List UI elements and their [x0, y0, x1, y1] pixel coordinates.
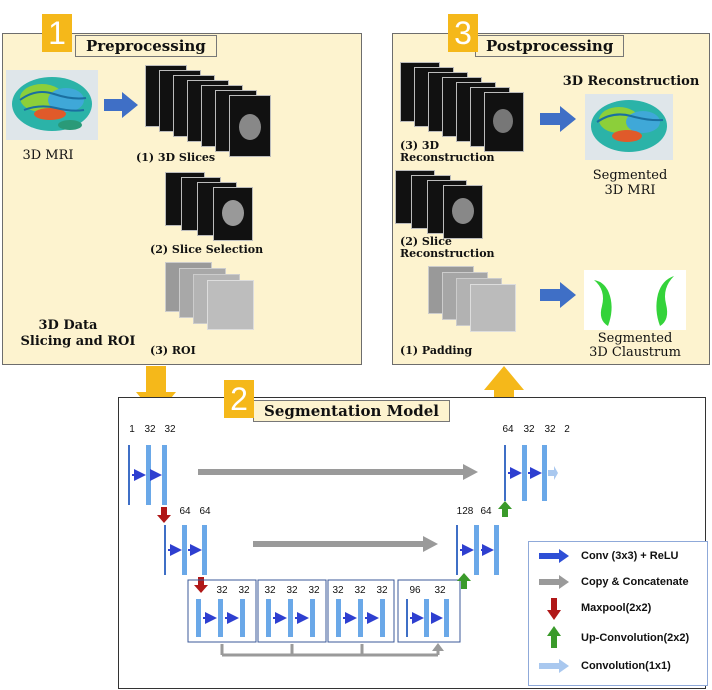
unet-diagram — [128, 445, 558, 657]
green-up-arrow-icon — [547, 626, 561, 648]
dec2-ch-2: 64 — [480, 506, 492, 517]
claustrum-image — [584, 270, 686, 330]
mri-label: 3D MRI — [22, 148, 74, 163]
step-slice-selection: (2) Slice Selection — [150, 243, 264, 256]
brain-mri-image — [6, 70, 98, 140]
segmented-claustrum-line2: 3D Claustrum — [589, 345, 681, 360]
post-step3-line1: (3) 3D — [400, 139, 440, 152]
segmented-mri-line1: Segmented — [592, 168, 668, 183]
bott2-ch-2: 32 — [286, 585, 298, 596]
bott3-ch-2: 32 — [354, 585, 366, 596]
dec2-ch-1: 128 — [456, 506, 474, 517]
stage-1-badge: 1 — [42, 14, 72, 52]
legend: Conv (3x3) + ReLU Copy & Concatenate Max… — [528, 541, 708, 686]
section-label-line1: 3D Data — [38, 318, 98, 333]
post-step2-line2: Reconstruction — [400, 247, 495, 260]
stage-2-badge: 2 — [224, 380, 254, 418]
dec3-ch-2: 32 — [434, 585, 446, 596]
blue-arrow-icon — [539, 549, 569, 563]
arrow-to-claustrum — [540, 282, 576, 308]
recon-title: 3D Reconstruction — [562, 74, 700, 89]
enc2-ch-2: 64 — [199, 506, 211, 517]
segmented-brain-image — [585, 94, 673, 160]
slice-recon-stack — [395, 170, 495, 240]
segmented-claustrum-line1: Segmented — [597, 331, 673, 346]
enc1-ch-3: 32 — [164, 424, 176, 435]
gray-arrow-icon — [539, 575, 569, 589]
bott1-ch-2: 32 — [238, 585, 250, 596]
dec1-ch-3: 32 — [544, 424, 556, 435]
stage-3-badge: 3 — [448, 14, 478, 52]
postprocessing-title: Postprocessing — [475, 35, 625, 57]
dec3-ch-1: 96 — [409, 585, 421, 596]
preprocessing-title: Preprocessing — [75, 35, 217, 57]
dec1-ch-4: 2 — [564, 424, 570, 435]
enc1-ch-1: 1 — [129, 424, 135, 435]
bott3-ch-1: 32 — [332, 585, 344, 596]
segmented-mri-line2: 3D MRI — [604, 183, 656, 198]
bott1-ch-1: 32 — [216, 585, 228, 596]
arrow-to-slices — [104, 92, 138, 118]
section-label-line2: Slicing and ROI — [20, 334, 136, 349]
dec1-ch-1: 64 — [502, 424, 514, 435]
bott2-ch-1: 32 — [264, 585, 276, 596]
post-step3-line2: Reconstruction — [400, 151, 495, 164]
roi-stack — [165, 262, 255, 332]
segmentation-title: Segmentation Model — [253, 400, 450, 422]
slice-selection-stack — [165, 172, 260, 242]
bott3-ch-3: 32 — [376, 585, 388, 596]
enc1-ch-2: 32 — [144, 424, 156, 435]
step-3d-slices: (1) 3D Slices — [136, 151, 216, 164]
dec1-ch-2: 32 — [523, 424, 535, 435]
light-blue-arrow-icon — [539, 659, 569, 673]
post-step2-line1: (2) Slice — [400, 235, 452, 248]
slices-stack — [145, 65, 275, 160]
arrow-to-recon — [540, 106, 576, 132]
step-roi: (3) ROI — [150, 344, 196, 357]
enc2-ch-1: 64 — [179, 506, 191, 517]
red-down-arrow-icon — [547, 598, 561, 620]
padding-stack — [428, 266, 518, 336]
recon-3d-stack — [400, 62, 525, 152]
bott2-ch-3: 32 — [308, 585, 320, 596]
post-step1: (1) Padding — [400, 344, 473, 357]
